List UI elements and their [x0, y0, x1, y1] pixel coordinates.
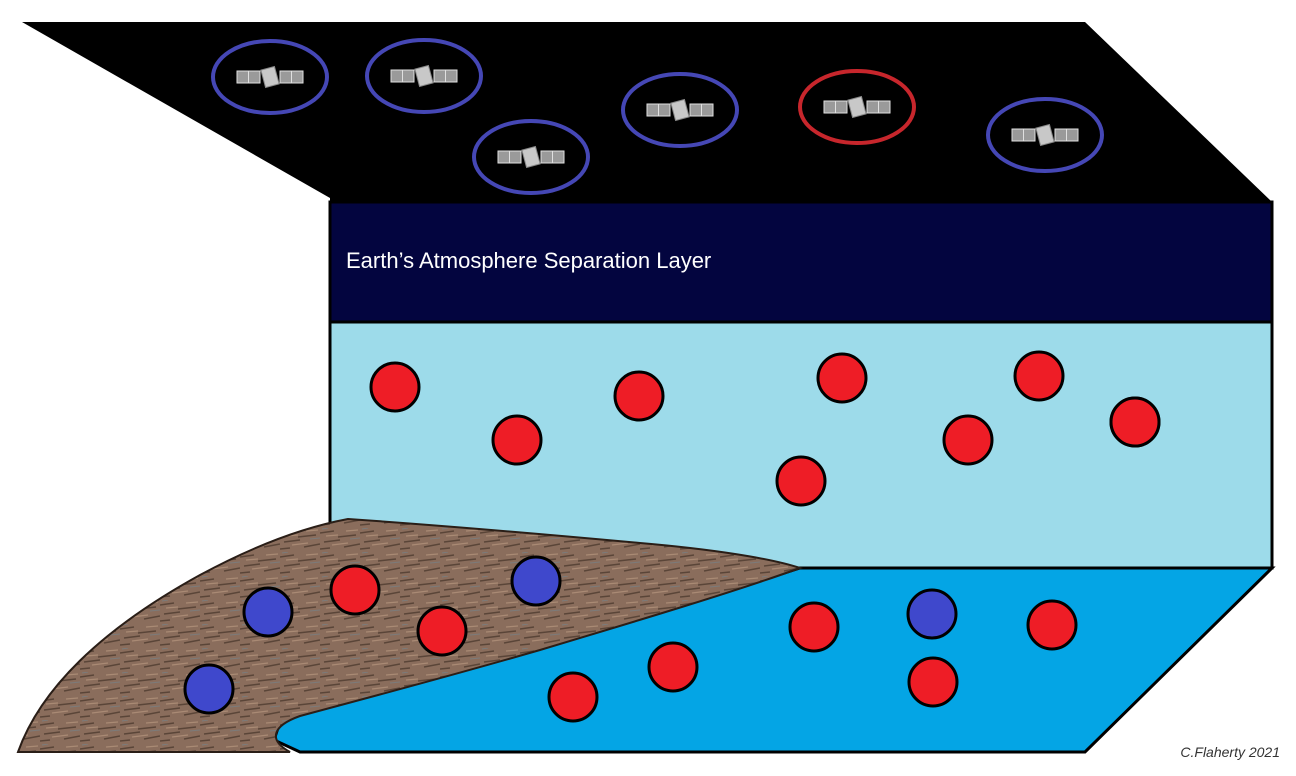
- particle-icon: [183, 663, 235, 715]
- particle-icon: [491, 414, 543, 466]
- satellite-icon: [365, 38, 483, 114]
- satellite-icon: [211, 39, 329, 115]
- satellite-icon: [986, 97, 1104, 173]
- atmosphere-separation-layer: [328, 200, 1274, 324]
- particle-icon: [775, 455, 827, 507]
- particle-icon: [816, 352, 868, 404]
- particles-group: [183, 350, 1161, 723]
- particle-icon: [416, 605, 468, 657]
- particle-icon: [907, 656, 959, 708]
- author-credit: C.Flaherty 2021: [1180, 744, 1280, 760]
- satellite-icon: [472, 119, 590, 195]
- separation-layer-label: Earth’s Atmosphere Separation Layer: [346, 248, 711, 273]
- particle-icon: [1026, 599, 1078, 651]
- satellite-icon: [798, 69, 916, 145]
- particle-icon: [906, 588, 958, 640]
- particle-icon: [369, 361, 421, 413]
- particle-icon: [547, 671, 599, 723]
- atmosphere-region: [328, 320, 1274, 570]
- particle-icon: [329, 564, 381, 616]
- satellites-group: [211, 38, 1104, 195]
- particle-icon: [788, 601, 840, 653]
- particle-icon: [1013, 350, 1065, 402]
- particle-icon: [242, 586, 294, 638]
- particle-icon: [647, 641, 699, 693]
- particle-icon: [613, 370, 665, 422]
- particle-icon: [1109, 396, 1161, 448]
- satellite-icon: [621, 72, 739, 148]
- particle-icon: [510, 555, 562, 607]
- particle-icon: [942, 414, 994, 466]
